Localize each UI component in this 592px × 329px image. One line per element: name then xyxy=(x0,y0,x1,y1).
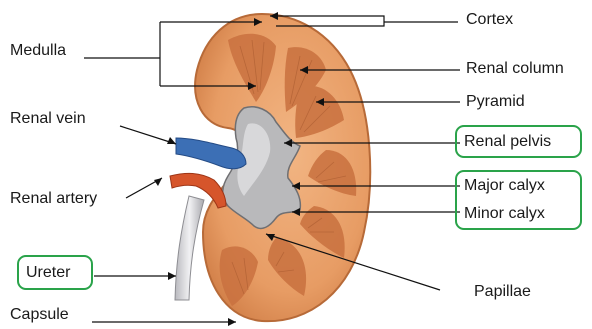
label-ureter: Ureter xyxy=(26,264,70,282)
ureter-shape xyxy=(175,196,204,300)
label-renal-pelvis: Renal pelvis xyxy=(464,133,551,151)
label-cortex: Cortex xyxy=(466,11,513,29)
renal-vein-shape xyxy=(176,138,246,169)
label-renal-vein: Renal vein xyxy=(10,110,86,128)
label-renal-artery: Renal artery xyxy=(10,190,97,208)
label-renal-column: Renal column xyxy=(466,60,564,78)
label-minor-calyx: Minor calyx xyxy=(464,205,545,223)
label-major-calyx: Major calyx xyxy=(464,177,545,195)
label-papillae: Papillae xyxy=(474,283,531,301)
label-pyramid: Pyramid xyxy=(466,93,525,111)
label-medulla: Medulla xyxy=(10,42,66,60)
label-capsule: Capsule xyxy=(10,306,69,324)
